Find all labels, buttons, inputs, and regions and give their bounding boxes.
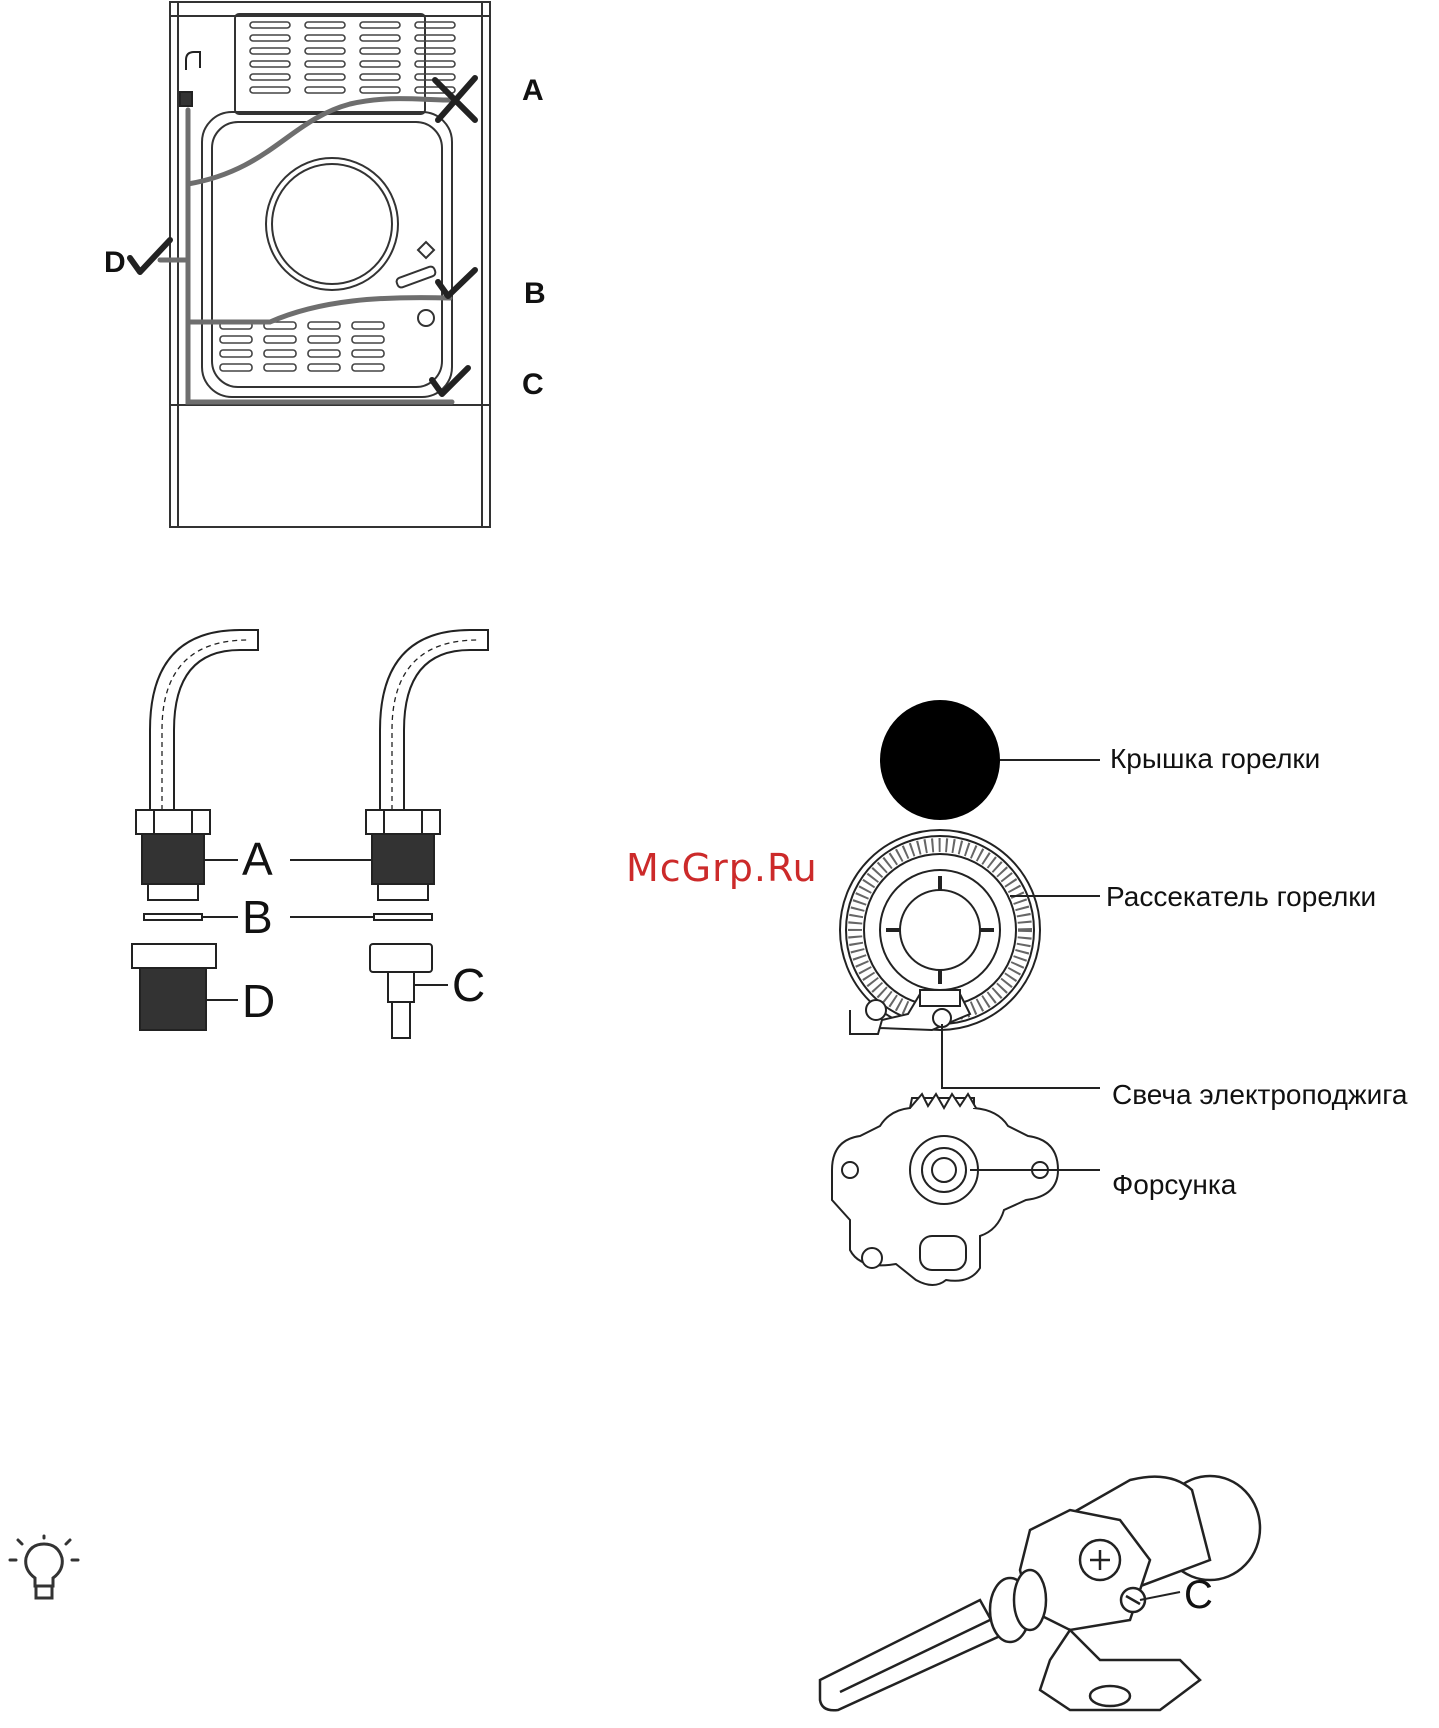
- label-burner-cap: Крышка горелки: [1110, 744, 1320, 774]
- label-fitting-c: C: [452, 962, 485, 1008]
- label-nozzle: Форсунка: [1112, 1170, 1236, 1200]
- label-fitting-b: B: [242, 894, 273, 940]
- label-fitting-a: A: [242, 836, 273, 882]
- label-fitting-d: D: [242, 978, 275, 1024]
- label-spark-plug: Свеча электроподжига: [1112, 1080, 1407, 1110]
- lightbulb-icon: [10, 1536, 80, 1616]
- label-top-d: D: [104, 248, 126, 278]
- burner-exploded-diagram: [820, 690, 1420, 1300]
- label-top-c: C: [522, 370, 544, 400]
- label-burner-spreader: Рассекатель горелки: [1106, 882, 1376, 912]
- watermark-text: McGrp.Ru: [626, 846, 818, 890]
- label-top-a: A: [522, 76, 544, 106]
- label-top-b: B: [524, 279, 546, 309]
- appliance-back-diagram: [150, 0, 570, 540]
- label-valve-c: C: [1184, 1572, 1213, 1618]
